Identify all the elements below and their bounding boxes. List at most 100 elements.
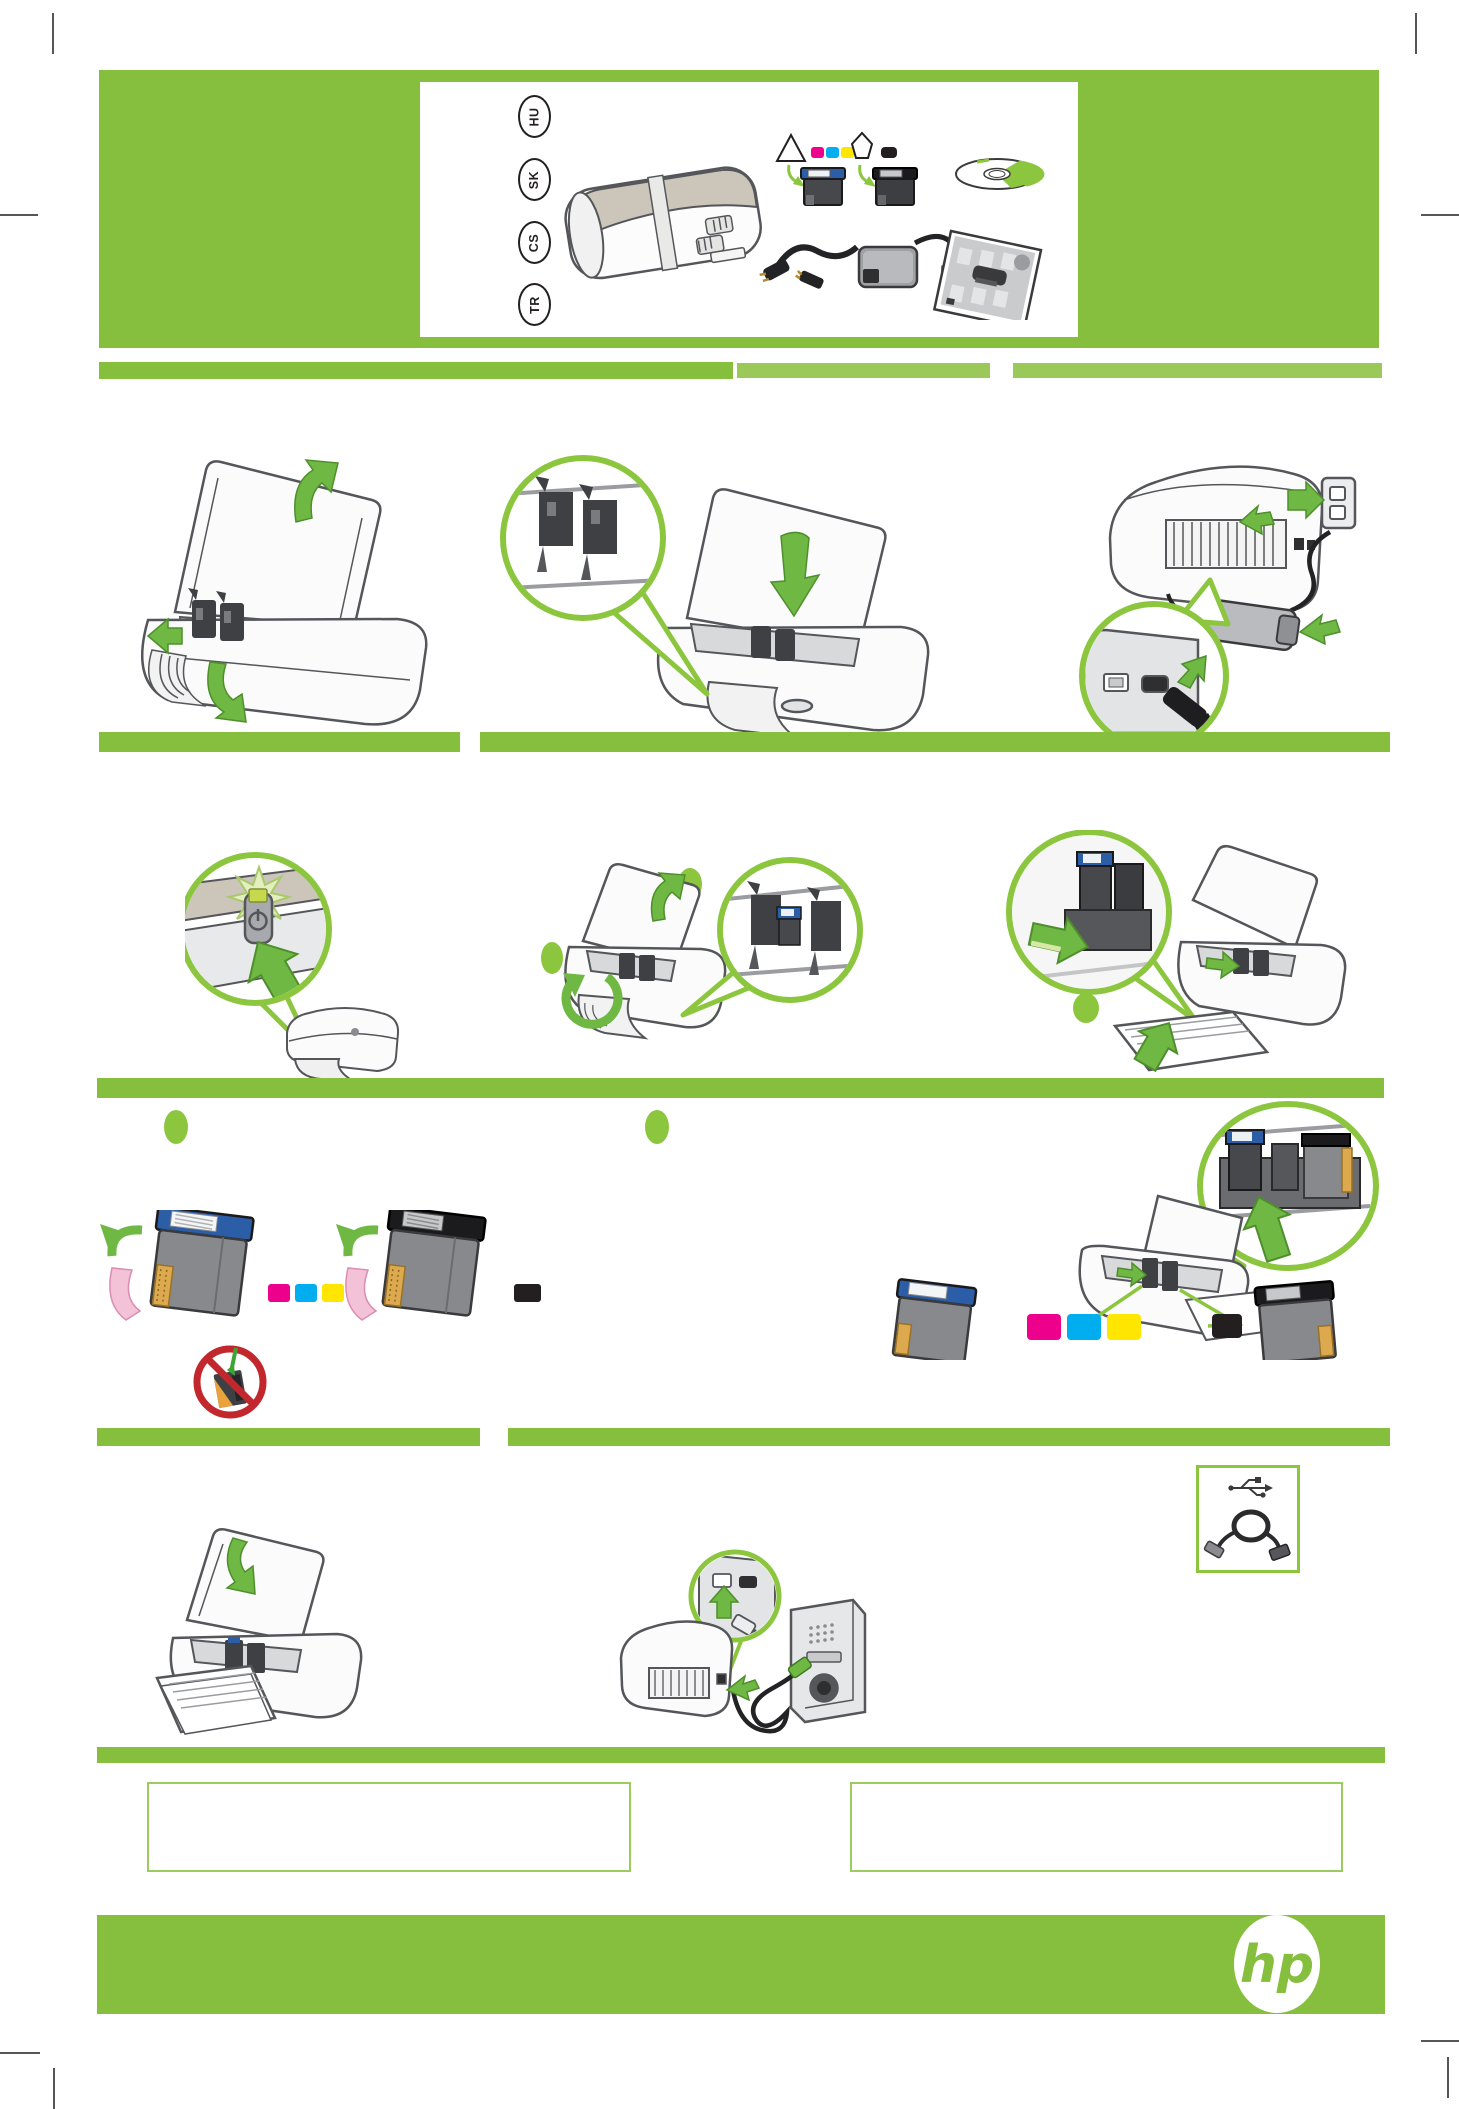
step-dot — [164, 1110, 188, 1144]
magenta-swatch — [1027, 1314, 1061, 1340]
step-carriage-detail-illustration — [500, 455, 930, 739]
magenta-swatch — [811, 147, 824, 158]
carriage-assembly — [1219, 1129, 1361, 1209]
section-bar — [97, 1747, 1385, 1763]
black-cartridge — [872, 167, 918, 206]
note-box-left — [147, 1782, 631, 1872]
cyan-swatch — [1067, 1314, 1101, 1340]
step-insert-cartridges-illustration — [891, 1101, 1379, 1360]
usb-icon — [1228, 1477, 1273, 1498]
carriage-small — [619, 953, 655, 981]
crop-mark-top-left-v — [52, 13, 54, 54]
arrow-to-tricolor — [787, 164, 798, 184]
carriage-latches — [747, 881, 841, 975]
arrow-up-icon — [294, 459, 339, 523]
arrow-down-icon — [769, 531, 821, 618]
language-badge-cs: CS — [518, 221, 551, 264]
black-swatch — [514, 1284, 541, 1302]
crop-mark-top-right-v — [1415, 13, 1417, 54]
arrow-right-small-icon — [1116, 1261, 1148, 1288]
arrow-right-icon — [1027, 915, 1090, 965]
tricolor-cartridge — [800, 167, 846, 206]
packaged-printer-illustration — [564, 166, 762, 280]
power-cable — [1272, 530, 1332, 622]
triangle-marker-icon — [775, 132, 807, 162]
tricolor-cartridge — [149, 1210, 255, 1317]
footer-band — [97, 1915, 1385, 2014]
prohibition-icon — [193, 1345, 267, 1419]
yellow-swatch — [1107, 1314, 1141, 1340]
section-bar — [99, 732, 460, 752]
arrow-rotate-icon — [561, 973, 623, 1029]
power-cord-icon — [759, 244, 859, 289]
power-port — [1141, 675, 1169, 693]
power-button — [243, 888, 274, 945]
yellow-swatch — [322, 1284, 344, 1302]
cyan-swatch — [826, 147, 839, 158]
step-peel-tricolor-tape-illustration — [100, 1210, 344, 1321]
crop-mark-bottom-left-h — [0, 2052, 40, 2054]
step-open-cover-illustration — [140, 459, 428, 726]
section-bar — [97, 1428, 480, 1446]
usb-cable-coil-icon — [1203, 1509, 1291, 1561]
printer-base — [140, 617, 428, 726]
black-swatch — [1212, 1314, 1242, 1338]
step-close-cover-illustration — [155, 1528, 363, 1735]
arrow-left-icon — [146, 617, 183, 655]
language-badge-hu: HU — [518, 95, 551, 138]
carriage-latches-open — [535, 476, 617, 580]
step-connect-usb-illustration — [619, 1549, 867, 1734]
language-code-hu: HU — [527, 106, 542, 127]
arrow-right-icon — [1287, 480, 1326, 520]
paper-tray-fan — [148, 649, 207, 707]
step-dot — [541, 942, 563, 974]
usb-cable-callout-graphic — [1203, 1477, 1291, 1561]
paper-fan — [155, 1664, 277, 1735]
setup-guide-icon — [932, 229, 1043, 320]
language-badge-tr: TR — [518, 283, 551, 326]
language-badge-sk: SK — [518, 158, 551, 201]
section-bar — [480, 732, 1390, 752]
usb-port — [712, 1573, 732, 1588]
arrow-left-icon — [1298, 613, 1341, 646]
carriage — [188, 588, 244, 641]
arrow-left-small-icon — [725, 1674, 761, 1702]
guide-hp-logo — [1014, 254, 1031, 271]
language-code-cs: CS — [527, 233, 542, 252]
printer-open-lid — [1191, 844, 1319, 950]
arrow-up-icon — [708, 1584, 740, 1619]
black-cartridge-inserting — [1301, 1133, 1353, 1199]
step-dot — [645, 1110, 669, 1144]
section-bar — [97, 1078, 1384, 1098]
language-code-tr: TR — [527, 295, 542, 314]
yellow-swatch — [841, 147, 854, 158]
usb-connector — [787, 1656, 812, 1679]
usb-cable-callout-box — [1196, 1465, 1300, 1573]
black-swatch — [881, 147, 897, 158]
arrow-up-icon — [1242, 1195, 1293, 1263]
cartridges-and-cd-illustration — [775, 131, 1045, 206]
step-open-latches-illustration — [541, 857, 863, 1040]
printer-open-lid — [173, 460, 382, 630]
tricolor-cartridge — [891, 1278, 978, 1360]
usb-cable — [730, 1668, 801, 1734]
cyan-swatch — [295, 1284, 317, 1302]
arrow-down-icon — [225, 1537, 256, 1595]
pentagon-marker-icon — [850, 131, 874, 159]
arrow-curl-icon — [336, 1224, 379, 1257]
black-cartridge — [381, 1210, 487, 1317]
arrow-to-black — [858, 164, 869, 184]
tricolor-cartridge-small — [776, 906, 802, 946]
black-cartridge — [1253, 1280, 1337, 1360]
note-box-right — [850, 1782, 1343, 1872]
crop-mark-bottom-right-v — [1447, 2057, 1449, 2098]
carriage-small — [1142, 1258, 1178, 1291]
section-bar — [99, 362, 733, 379]
arrow-curl-icon — [100, 1224, 143, 1257]
cables-and-guide-illustration — [759, 229, 1043, 320]
tape-pink — [345, 1267, 378, 1321]
step-dot — [1073, 993, 1099, 1023]
crop-mark-top-right-h — [1421, 214, 1459, 216]
step-peel-black-tape-illustration — [336, 1210, 541, 1321]
